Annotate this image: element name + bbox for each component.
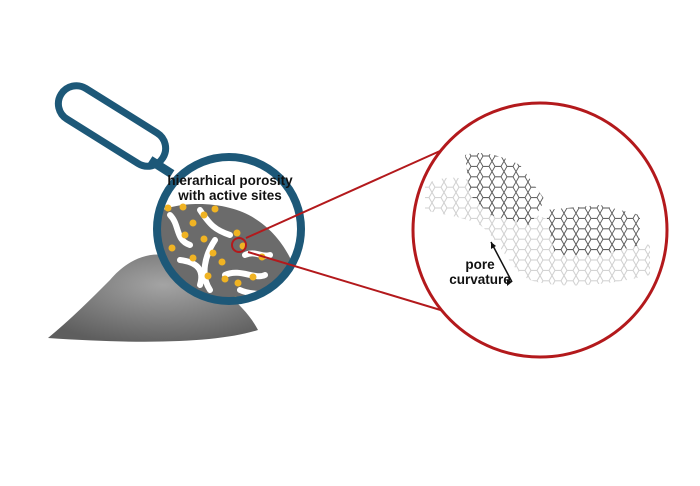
curvature-label-line1: pore (465, 257, 495, 272)
porosity-label-line1: hierarhical porosity (167, 173, 293, 188)
curvature-label: pore curvature (440, 257, 520, 287)
zoom-view-circle (411, 101, 669, 359)
curvature-arrow (490, 241, 513, 283)
curvature-label-line2: curvature (449, 272, 511, 287)
zoom-source-circle (231, 237, 247, 253)
porosity-label: hierarhical porosity with active sites (160, 173, 300, 203)
zoom-connector-top (245, 150, 441, 239)
magnifier-lens-ring (153, 153, 305, 305)
porosity-label-line2: with active sites (178, 188, 282, 203)
magnifier-handle (54, 82, 175, 178)
graphene-sheets (425, 153, 650, 286)
active-sites (164, 203, 266, 298)
zoom-connector-bottom (247, 251, 468, 319)
